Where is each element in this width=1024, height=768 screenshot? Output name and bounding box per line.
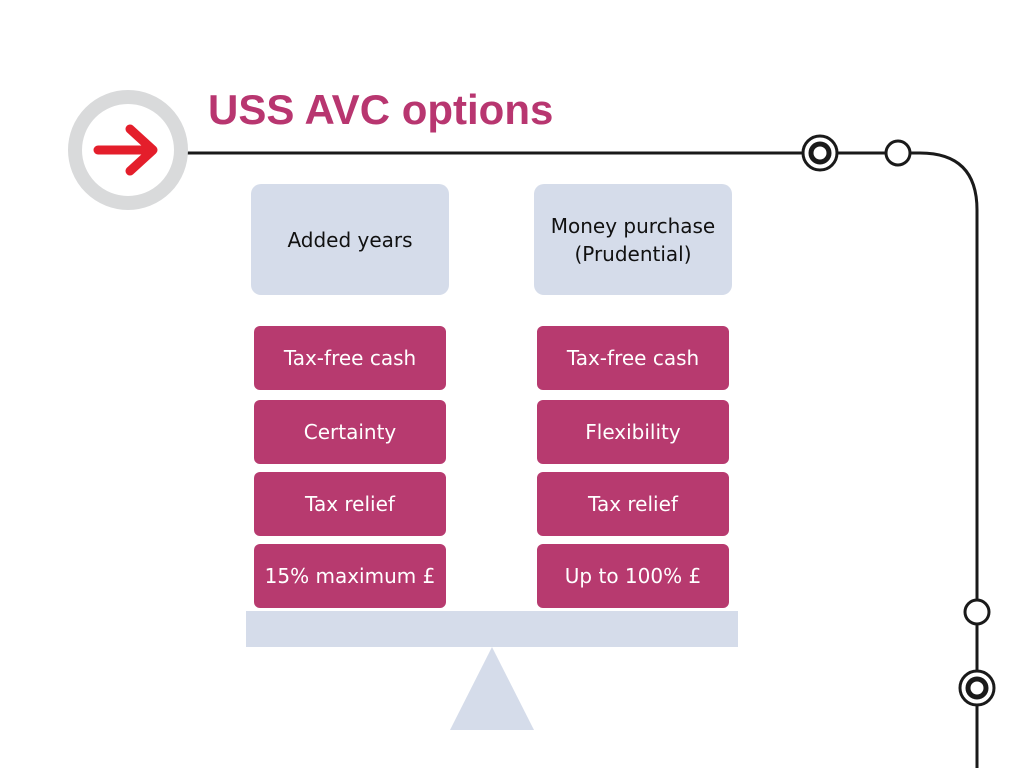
- left-item-maximum: 15% maximum £: [254, 544, 446, 608]
- right-item-tax-free-cash: Tax-free cash: [537, 326, 729, 390]
- right-item-flexibility: Flexibility: [537, 400, 729, 464]
- fulcrum-triangle: [450, 647, 534, 730]
- column-header-added-years: Added years: [251, 184, 449, 295]
- left-item-tax-relief: Tax relief: [254, 472, 446, 536]
- page-title: USS AVC options: [208, 86, 554, 133]
- station-small-top: [884, 139, 912, 167]
- column-header-label: Added years: [287, 227, 413, 252]
- right-item-up-to: Up to 100% £: [537, 544, 729, 608]
- column-header-label: Money purchase (Prudential): [550, 213, 716, 266]
- right-item-tax-relief: Tax relief: [537, 472, 729, 536]
- column-header-money-purchase: Money purchase (Prudential): [534, 184, 732, 295]
- connector-line: [186, 151, 979, 768]
- left-item-certainty: Certainty: [254, 400, 446, 464]
- balance-beam: [246, 611, 738, 647]
- right-arrow-icon: [93, 124, 158, 176]
- station-small-right: [963, 598, 991, 626]
- left-item-tax-free-cash: Tax-free cash: [254, 326, 446, 390]
